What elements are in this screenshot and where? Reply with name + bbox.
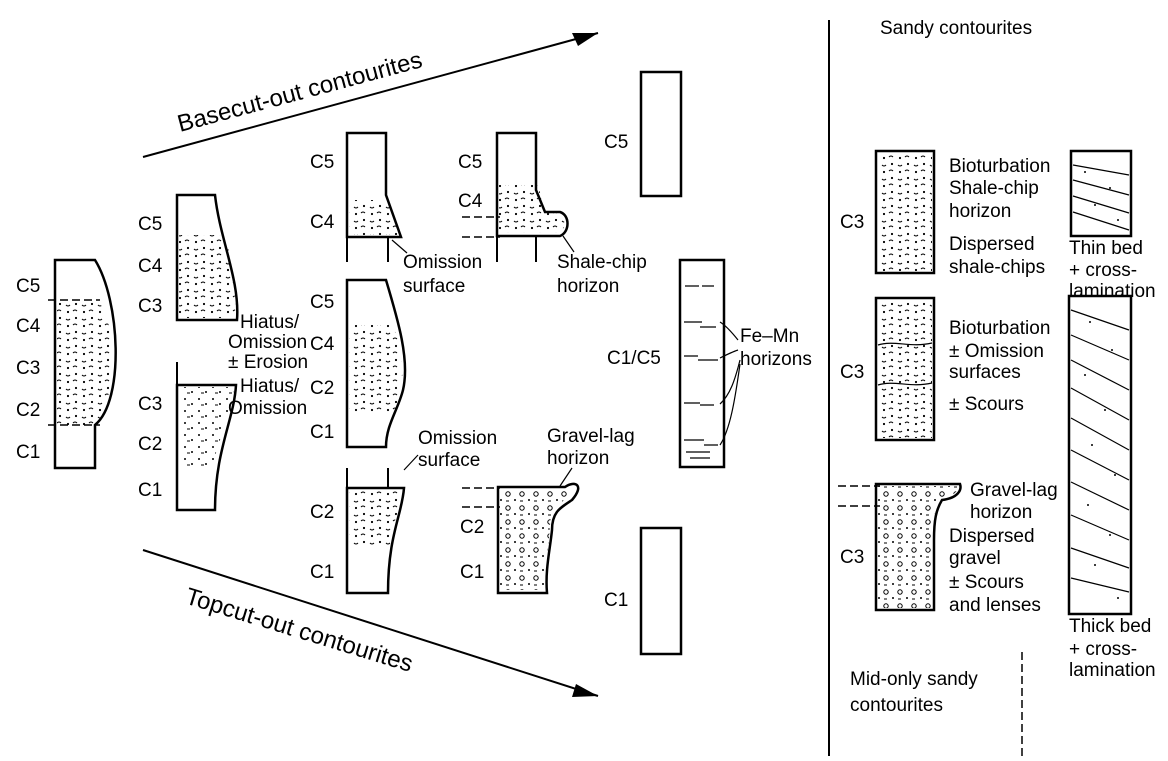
c5-label: C5 (138, 214, 162, 235)
fe-mn-label: Fe–Mn (740, 326, 799, 347)
c5-label: C5 (458, 152, 482, 173)
c5-label: C5 (310, 292, 334, 313)
thick-bed-column (1067, 294, 1133, 616)
horizon-label: horizon (949, 201, 1011, 222)
c3-label: C3 (840, 362, 864, 383)
gravel-lag-label: Gravel-lag (547, 426, 635, 447)
sandy-title: Sandy contourites (880, 18, 1032, 39)
gravel-label: gravel (949, 548, 1001, 569)
c4-label: C4 (138, 256, 163, 277)
c5-box (639, 70, 683, 198)
shale-chip-column (462, 131, 569, 262)
c1-label: C1 (604, 590, 628, 611)
c3-label: C3 (840, 547, 864, 568)
c4-label: C4 (310, 334, 335, 355)
bioturbation-label: Bioturbation (949, 318, 1050, 339)
basecut-column-c4-c5 (345, 131, 403, 262)
surfaces-label: surfaces (949, 362, 1021, 383)
basecut-title: Basecut-out contourites (175, 46, 426, 137)
lenses-label: and lenses (949, 595, 1041, 616)
topcut-arrow (142, 549, 599, 697)
c1-label: C1 (310, 562, 334, 583)
c2-label: C2 (138, 434, 162, 455)
c5-label: C5 (16, 276, 40, 297)
horizon-label: horizon (557, 276, 619, 297)
omission-label: ± Omission (949, 341, 1044, 362)
c3-label: C3 (840, 212, 864, 233)
full-sequence-column (48, 258, 117, 470)
c3-label: C3 (138, 296, 162, 317)
shale-chips-label: shale-chips (949, 257, 1045, 278)
c5-label: C5 (604, 132, 628, 153)
c3-label: C3 (138, 394, 162, 415)
omission-leader (391, 239, 408, 254)
c1-box (639, 526, 683, 656)
c4-label: C4 (458, 191, 483, 212)
dispersed-label: Dispersed (949, 234, 1035, 255)
thin-bed-column (1069, 149, 1133, 238)
c1-label: C1 (16, 442, 40, 463)
lamination-label: lamination (1069, 660, 1156, 681)
c4-label: C4 (16, 316, 41, 337)
scours-label: ± Scours (949, 572, 1024, 593)
c4-label: C4 (310, 212, 335, 233)
c2-label: C2 (16, 400, 40, 421)
scours-label: ± Scours (949, 394, 1024, 415)
erosion-label: ± Erosion (228, 352, 308, 373)
dispersed-label: Dispersed (949, 526, 1035, 547)
omission-label: Omission (403, 252, 482, 273)
omission-leader (403, 454, 419, 471)
basecut-column-c3-c5 (175, 193, 239, 322)
basecut-arrow (142, 32, 599, 158)
thin-bed-label: Thin bed (1069, 238, 1143, 259)
fe-mn-leaders (719, 321, 741, 446)
c2-label: C2 (460, 517, 484, 538)
surface-label: surface (418, 450, 480, 471)
shale-chip-label: Shale-chip (557, 252, 647, 273)
topcut-title: Topcut-out contourites (182, 583, 416, 678)
c1-label: C1 (460, 562, 484, 583)
c1c5-label: C1/C5 (607, 348, 661, 369)
cross-label: + cross- (1069, 260, 1137, 281)
hiatus-label: Hiatus/ (240, 376, 300, 397)
full-column-c1-c5 (345, 278, 407, 449)
c1-label: C1 (138, 480, 162, 501)
shale-chip-leader (562, 235, 575, 253)
omission-label: Omission (418, 428, 497, 449)
shale-chip-label: Shale-chip (949, 178, 1039, 199)
horizon-label: horizon (970, 502, 1032, 523)
fe-mn-column (678, 258, 726, 469)
horizon-label: horizon (547, 448, 609, 469)
contourites-label: contourites (850, 695, 943, 716)
omission-label: Omission (228, 332, 307, 353)
mid-only-label: Mid-only sandy (850, 669, 978, 690)
cross-label: + cross- (1069, 639, 1137, 660)
sandy-column-3 (838, 482, 962, 612)
surface-label: surface (403, 276, 465, 297)
gravel-lag-column (462, 482, 580, 595)
c2-label: C2 (310, 378, 334, 399)
c2-label: C2 (310, 502, 334, 523)
topcut-column-c1-c2 (345, 468, 406, 595)
hiatus-label: Hiatus/ (240, 312, 300, 333)
gravel-lag-label: Gravel-lag (970, 480, 1058, 501)
topcut-column-c1-c3 (175, 362, 238, 512)
bioturbation-label: Bioturbation (949, 156, 1050, 177)
gravel-lag-leader (559, 467, 573, 487)
omission-label: Omission (228, 398, 307, 419)
c5-label: C5 (310, 152, 334, 173)
c3-label: C3 (16, 358, 40, 379)
thick-bed-label: Thick bed (1069, 616, 1151, 637)
c1-label: C1 (310, 422, 334, 443)
horizons-label: horizons (740, 349, 812, 370)
